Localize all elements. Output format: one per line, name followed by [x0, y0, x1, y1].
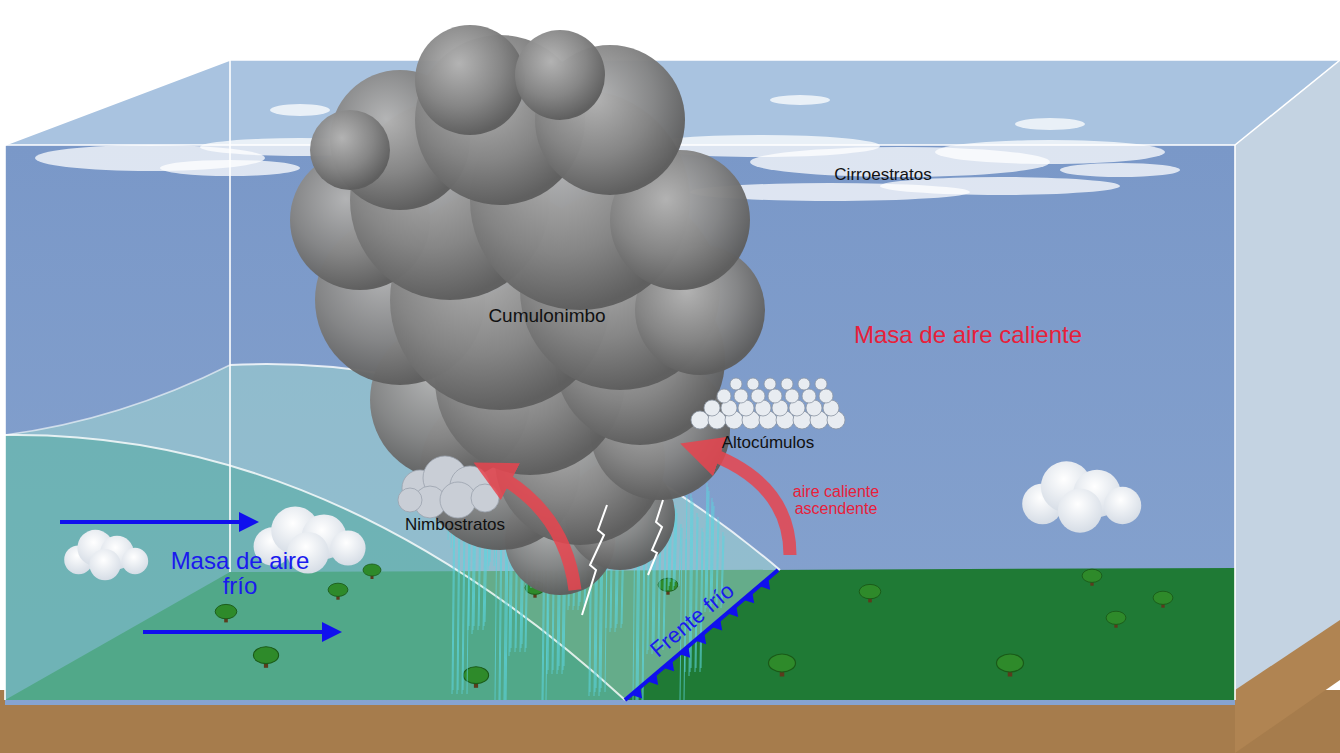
- cloud-label: Altocúmulos: [722, 434, 815, 452]
- altocumulus-puff: [785, 389, 799, 403]
- rain-streak: [504, 529, 506, 700]
- tree-crown: [1106, 611, 1126, 624]
- tree-crown: [769, 654, 796, 672]
- altocumulus-puff: [768, 389, 782, 403]
- cumulus-puff: [89, 549, 120, 580]
- altocumulus-puff: [717, 389, 731, 403]
- front-triangle: [647, 673, 658, 685]
- front-triangle: [631, 687, 642, 699]
- cirrostratus-wisp: [770, 95, 830, 105]
- rain-streak: [462, 521, 464, 694]
- tree-crown: [1082, 569, 1102, 582]
- altocumulus-puff: [730, 378, 742, 390]
- tree: [328, 583, 348, 600]
- tree-crown: [215, 604, 237, 618]
- front-line: [625, 570, 778, 700]
- nimbostratus-puff: [471, 484, 499, 512]
- tree: [859, 584, 881, 602]
- airflow-label: aire caliente ascendente: [777, 484, 895, 518]
- trees: [215, 564, 1173, 688]
- tree: [1106, 611, 1126, 628]
- rain-streak: [695, 513, 697, 672]
- cumulus-puff: [122, 548, 148, 574]
- cumulus-puff: [1058, 489, 1102, 533]
- tree: [1153, 591, 1173, 608]
- cirrostratus-wisp: [160, 160, 300, 176]
- altocumulus-puff: [802, 389, 816, 403]
- altocumulus-puff: [747, 378, 759, 390]
- cumulonimbus-cloud: [290, 25, 765, 595]
- nimbostratus-cloud: [398, 456, 499, 518]
- cold-front-surface: [5, 365, 230, 435]
- cumulus-puff: [330, 530, 365, 565]
- front-triangle: [679, 646, 690, 658]
- front-triangle: [727, 605, 738, 617]
- air-mass-label: Masa de aire caliente: [854, 322, 1082, 347]
- tree: [215, 604, 237, 622]
- cloud-puff: [310, 110, 390, 190]
- tree: [363, 564, 381, 579]
- altocumulus-puff: [734, 389, 748, 403]
- cold-air-flow-arrows: [60, 522, 338, 632]
- tree-crown: [859, 584, 881, 598]
- nimbostratus-puff: [398, 488, 422, 512]
- altocumulus-puff: [815, 378, 827, 390]
- front-triangle: [711, 619, 722, 631]
- tree: [997, 654, 1024, 677]
- nimbostratus-puff: [440, 482, 476, 518]
- cloud-label: Cirroestratos: [834, 166, 931, 184]
- tree: [769, 654, 796, 677]
- cirrostratus-wisp: [1015, 118, 1085, 130]
- front-label: Frente frío: [646, 579, 739, 662]
- altocumulus-puff: [798, 378, 810, 390]
- tree-crown: [1153, 591, 1173, 604]
- cirrostratus-wisp: [1060, 163, 1180, 177]
- altocumulus-puff: [819, 389, 833, 403]
- cumulus-puff: [1104, 487, 1141, 524]
- tree-crown: [253, 647, 278, 664]
- warm-air-sky: [5, 145, 1235, 705]
- tree: [1082, 569, 1102, 586]
- rain-streak: [689, 494, 691, 676]
- tree-crown: [997, 654, 1024, 672]
- cirrostratus-wisp: [935, 140, 1165, 164]
- cloud-puff: [515, 30, 605, 120]
- rain-streak: [679, 524, 681, 586]
- tree-crown: [328, 583, 348, 596]
- altocumulus-puff: [704, 400, 720, 416]
- cloud-label: Cumulonimbo: [488, 306, 605, 326]
- cirrostratus-wisp: [270, 104, 330, 116]
- box-side-face: [1235, 60, 1340, 700]
- altocumulus-puff: [764, 378, 776, 390]
- cloud-label: Nimbostratos: [405, 516, 505, 534]
- altocumulus-cloud: [691, 378, 845, 429]
- cold-front-symbol: [625, 570, 778, 700]
- front-triangle: [695, 633, 706, 645]
- rising-warm-air-arrows: [492, 450, 790, 590]
- tree: [253, 647, 278, 668]
- air-mass-label: Masa de aire frío: [154, 548, 326, 598]
- rain-streak: [467, 536, 469, 694]
- lightning: [582, 500, 663, 615]
- altocumulus-puff: [751, 389, 765, 403]
- altocumulus-puff: [781, 378, 793, 390]
- box-side-soil: [1235, 620, 1340, 753]
- front-triangle: [743, 592, 754, 604]
- front-triangle: [663, 660, 674, 672]
- cloud-puff: [415, 25, 525, 135]
- front-triangle: [759, 578, 770, 590]
- tree-crown: [363, 564, 381, 576]
